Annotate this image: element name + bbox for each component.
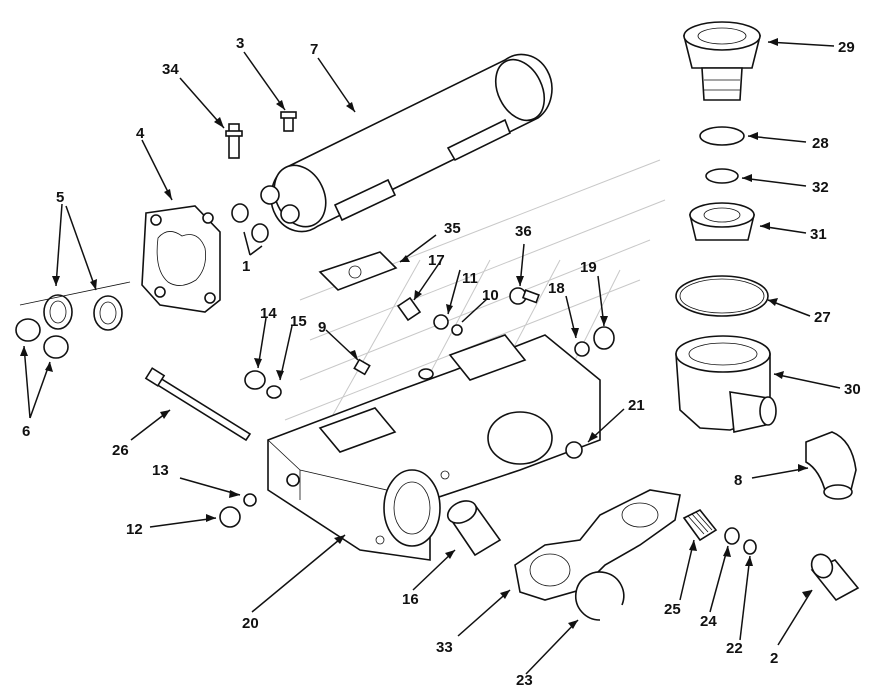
callout-24: 24: [700, 613, 717, 630]
callout-22: 22: [726, 640, 743, 657]
o-ring-part-32: [705, 168, 739, 184]
callout-21: 21: [628, 397, 645, 414]
sleeve-part-16: [446, 500, 502, 557]
o-ring-part-27: [675, 275, 769, 317]
callout-5: 5: [56, 189, 64, 206]
filter-housing-part-30: [675, 335, 777, 433]
washer-part-24: [724, 527, 740, 545]
o-ring-part-13: [243, 493, 257, 507]
callout-36: 36: [515, 223, 532, 240]
gasket-part-33: [514, 489, 681, 601]
callout-19: 19: [580, 259, 597, 276]
callout-26: 26: [112, 442, 129, 459]
o-ring-part-10: [451, 324, 463, 336]
callout-18: 18: [548, 280, 565, 297]
callout-labels: 3 7 34 4 5 1 6 35 36 17 19 11 18 10 14 1…: [22, 35, 861, 689]
callout-2: 2: [770, 650, 778, 667]
arrowheads: [20, 38, 812, 629]
plug-part-14: [244, 370, 266, 390]
adapter-plate-part-4: [141, 205, 221, 313]
fitting-part-36: [509, 287, 540, 305]
bolt-part-3: [280, 111, 297, 132]
plug-part-12: [219, 506, 241, 528]
callout-33: 33: [436, 639, 453, 656]
plug-part-21: [565, 441, 583, 459]
seal-part-5: [19, 281, 131, 331]
spring-part-25: [682, 508, 718, 542]
ring-part-22: [743, 539, 757, 555]
plug-part-9: [353, 358, 371, 376]
callout-12: 12: [126, 521, 143, 538]
o-ring-part-18: [574, 341, 590, 357]
o-rings-part-1: [231, 203, 269, 243]
adapter-part-31: [688, 202, 756, 241]
callout-27: 27: [814, 309, 831, 326]
callout-7: 7: [310, 41, 318, 58]
callout-31: 31: [810, 226, 827, 243]
callout-35: 35: [444, 220, 461, 237]
elbow-fitting-part-8: [805, 431, 857, 500]
callout-15: 15: [290, 313, 307, 330]
callout-3: 3: [236, 35, 244, 52]
callout-28: 28: [812, 135, 829, 152]
gasket-part-35: [318, 251, 398, 291]
callout-17: 17: [428, 252, 445, 269]
plug-part-11: [433, 314, 449, 330]
housing-part-20: [267, 334, 601, 561]
stud-part-34: [225, 123, 243, 159]
watermark: [284, 159, 666, 431]
callout-34: 34: [162, 61, 179, 78]
callout-29: 29: [838, 39, 855, 56]
callout-4: 4: [136, 125, 145, 142]
long-bolt-part-26: [144, 367, 252, 442]
fitting-part-17: [396, 296, 434, 380]
callout-11: 11: [462, 270, 478, 287]
snap-ring-part-23: [575, 571, 625, 621]
o-rings-part-6: [15, 318, 69, 359]
callout-30: 30: [844, 381, 861, 398]
callout-1: 1: [242, 258, 250, 275]
callout-23: 23: [516, 672, 533, 689]
o-ring-part-15: [266, 385, 282, 399]
callout-20: 20: [242, 615, 259, 632]
callout-13: 13: [152, 462, 169, 479]
plug-part-19: [593, 326, 615, 350]
callout-9: 9: [318, 319, 326, 336]
callout-14: 14: [260, 305, 277, 322]
callout-6: 6: [22, 423, 30, 440]
fitting-part-2: [810, 553, 860, 602]
oil-cooler-part-7: [260, 53, 553, 233]
o-ring-part-28: [699, 126, 745, 146]
callout-8: 8: [734, 472, 742, 489]
callout-25: 25: [664, 601, 681, 618]
callout-10: 10: [482, 287, 499, 304]
callout-32: 32: [812, 179, 829, 196]
callout-16: 16: [402, 591, 419, 608]
filter-cap-part-29: [682, 21, 762, 101]
